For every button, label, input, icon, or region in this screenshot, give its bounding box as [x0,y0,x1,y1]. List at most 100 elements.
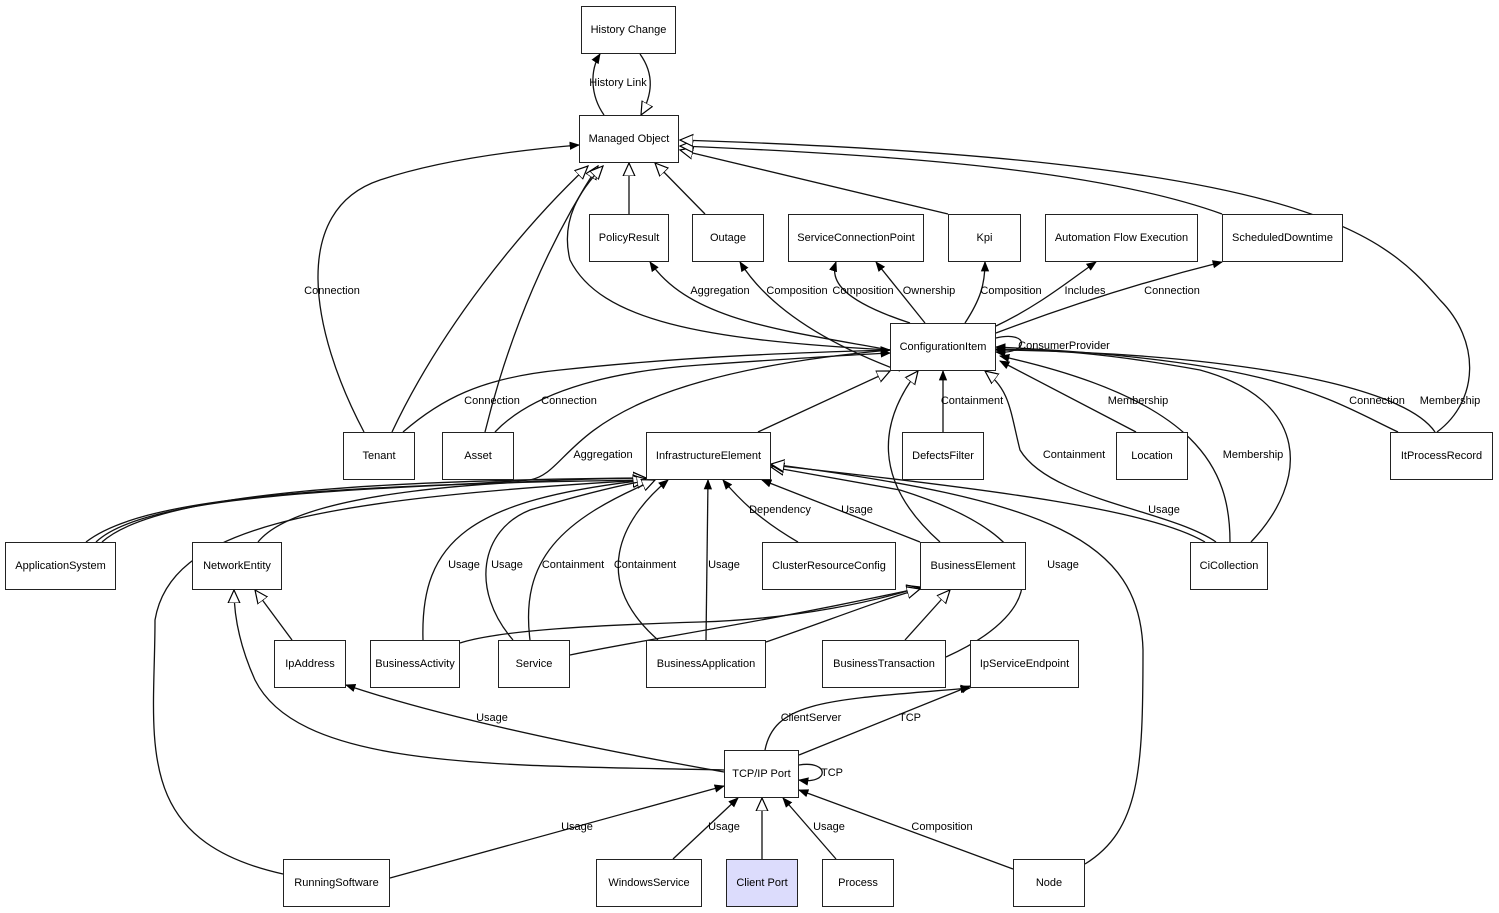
node-history-change[interactable]: History Change [581,6,676,54]
node-service[interactable]: Service [498,640,570,688]
edge-label-containment-bizapp: Containment [613,559,677,571]
edge-itpr-mo [680,140,1471,433]
edge-label-dependency: Dependency [749,504,811,516]
edge-sched-mo [680,146,1223,215]
edge-label-includes: Includes [1064,285,1106,297]
node-node[interactable]: Node [1013,859,1085,907]
edge-tcpip-self [797,763,823,786]
edge-process-tcpip [782,797,837,860]
node-ip-service-endpoint[interactable]: IpServiceEndpoint [970,640,1079,688]
edge-bizact-infra [422,480,646,641]
edge-composition-kpi [964,260,990,324]
node-service-connection-point[interactable]: ServiceConnectionPoint [788,214,924,262]
node-client-port[interactable]: Client Port [726,859,798,907]
node-business-transaction[interactable]: BusinessTransaction [822,640,946,688]
edge-label-consumer-provider: ConsumerProvider [1018,340,1110,352]
edge-service-bizel [569,588,920,656]
edge-label-connection-sched: Connection [1144,285,1200,297]
edge-label-usage-bizel: Usage [841,504,873,516]
edge-label-composition-node: Composition [911,821,973,833]
edge-cicoll-membership [998,353,1231,543]
edge-label-ownership-scp: Ownership [902,285,956,297]
edge-label-aggregation-policy: Aggregation [690,285,750,297]
edge-label-usage-cicoll: Usage [1148,504,1180,516]
edge-tcpip-clientserver [764,684,972,751]
edge-runsw-infra [152,480,646,875]
edge-bizel-usage [761,479,921,543]
edge-ci-mo [566,166,891,351]
node-infrastructure-element[interactable]: InfrastructureElement [646,432,771,480]
node-business-activity[interactable]: BusinessActivity [370,640,460,688]
node-application-system[interactable]: ApplicationSystem [5,542,116,590]
edge-tenant-mo [391,166,588,433]
node-automation-flow-execution[interactable]: Automation Flow Execution [1045,214,1198,262]
edge-appsys-infra2 [101,478,646,543]
edge-tcpip-netent [234,590,725,771]
edge-cicoll-containment [985,371,1217,543]
edge-label-membership-cicoll: Membership [1222,449,1284,461]
node-running-software[interactable]: RunningSoftware [283,859,390,907]
node-cluster-resource-config[interactable]: ClusterResourceConfig [762,542,896,590]
edge-bizact-bizel [459,587,920,644]
edge-location-ci [999,360,1137,433]
edge-label-usage-biztx: Usage [1047,559,1079,571]
node-defects-filter[interactable]: DefectsFilter [902,432,984,480]
edge-cicoll-infra [771,465,1206,543]
edge-bizapp-usage [703,478,713,641]
edge-label-tcp-ipse: TCP [899,712,921,724]
edge-label-aggregation-appsys: Aggregation [573,449,633,461]
edge-label-membership-location: Membership [1107,395,1169,407]
node-outage[interactable]: Outage [692,214,764,262]
edge-netent-infra [257,478,646,543]
node-process[interactable]: Process [822,859,894,907]
edge-label-usage-ipaddr: Usage [476,712,508,724]
edge-label-composition-kpi: Composition [980,285,1042,297]
edge-runsw-tcpip [389,784,726,879]
edge-label-composition-scp: Composition [832,285,894,297]
edge-biztx-bizel [904,590,950,641]
node-network-entity[interactable]: NetworkEntity [192,542,282,590]
node-kpi[interactable]: Kpi [948,214,1021,262]
node-asset[interactable]: Asset [442,432,514,480]
node-scheduled-downtime[interactable]: ScheduledDowntime [1222,214,1343,262]
edge-tcpip-ipaddr [345,684,725,773]
edge-asset-connection-ci [494,349,892,433]
edge-aggregation-policy [649,261,891,351]
node-ip-address[interactable]: IpAddress [274,640,346,688]
node-tcp-ip-port[interactable]: TCP/IP Port [724,750,799,798]
edge-history-link-up [591,53,605,116]
edge-tcpip-tcp [798,685,971,756]
node-managed-object[interactable]: Managed Object [579,115,679,163]
edge-label-usage-winsvc: Usage [708,821,740,833]
edge-label-usage-bizact: Usage [448,559,480,571]
edge-label-tenant-connection-mo: Connection [304,285,360,297]
node-ci-collection[interactable]: CiCollection [1190,542,1268,590]
edge-node-tcpip [798,789,1014,870]
edge-tenant-connection-ci [402,346,892,433]
edge-outage-mo [655,163,706,215]
edge-winsvc-tcpip [672,797,739,860]
node-business-element[interactable]: BusinessElement [920,542,1026,590]
node-policy-result[interactable]: PolicyResult [589,214,669,262]
node-location[interactable]: Location [1116,432,1188,480]
edge-bizapp-bizel [765,589,920,643]
edge-asset-mo [484,166,598,433]
node-windows-service[interactable]: WindowsService [596,859,702,907]
edge-label-tenant-connection-ci: Connection [464,395,520,407]
edge-connection-sched [995,260,1224,334]
node-business-application[interactable]: BusinessApplication [646,640,766,688]
edge-label-connection-itpr: Connection [1349,395,1405,407]
edge-label-containment-cicoll: Containment [1042,449,1106,461]
node-tenant[interactable]: Tenant [343,432,415,480]
edge-label-composition-outage: Composition [766,285,828,297]
node-configuration-item[interactable]: ConfigurationItem [890,323,996,371]
edge-includes [995,261,1097,327]
node-it-process-record[interactable]: ItProcessRecord [1390,432,1493,480]
edge-label-membership-itpr: Membership [1419,395,1481,407]
edge-label-containment-defects: Containment [940,395,1004,407]
edge-label-usage-runsw: Usage [561,821,593,833]
edge-itpr-membership [994,345,1436,433]
edge-crc-dependency [722,479,799,543]
edge-service-infra1 [485,480,650,641]
